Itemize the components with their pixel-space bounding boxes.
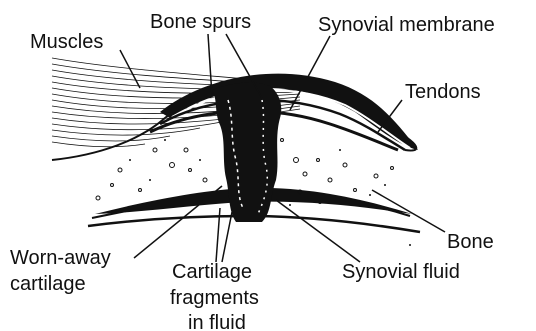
leader-synovial-membrane xyxy=(290,36,330,110)
label-fragments-line3: in fluid xyxy=(188,312,246,331)
label-bone-spurs: Bone spurs xyxy=(150,11,251,33)
leader-synovial-fluid xyxy=(276,200,360,262)
label-synovial-fluid: Synovial fluid xyxy=(342,261,460,283)
label-worn-away-line2: cartilage xyxy=(10,273,86,295)
label-muscles: Muscles xyxy=(30,31,103,53)
label-worn-away-line1: Worn-away xyxy=(10,247,111,269)
label-fragments-line1: Cartilage xyxy=(172,261,252,283)
label-synovial-membrane: Synovial membrane xyxy=(318,14,495,36)
label-bone: Bone xyxy=(447,231,494,253)
label-fragments-line2: fragments xyxy=(170,287,259,309)
tendon-band xyxy=(160,74,418,150)
leader-fragments-2 xyxy=(222,212,232,262)
label-tendons: Tendons xyxy=(405,81,481,103)
